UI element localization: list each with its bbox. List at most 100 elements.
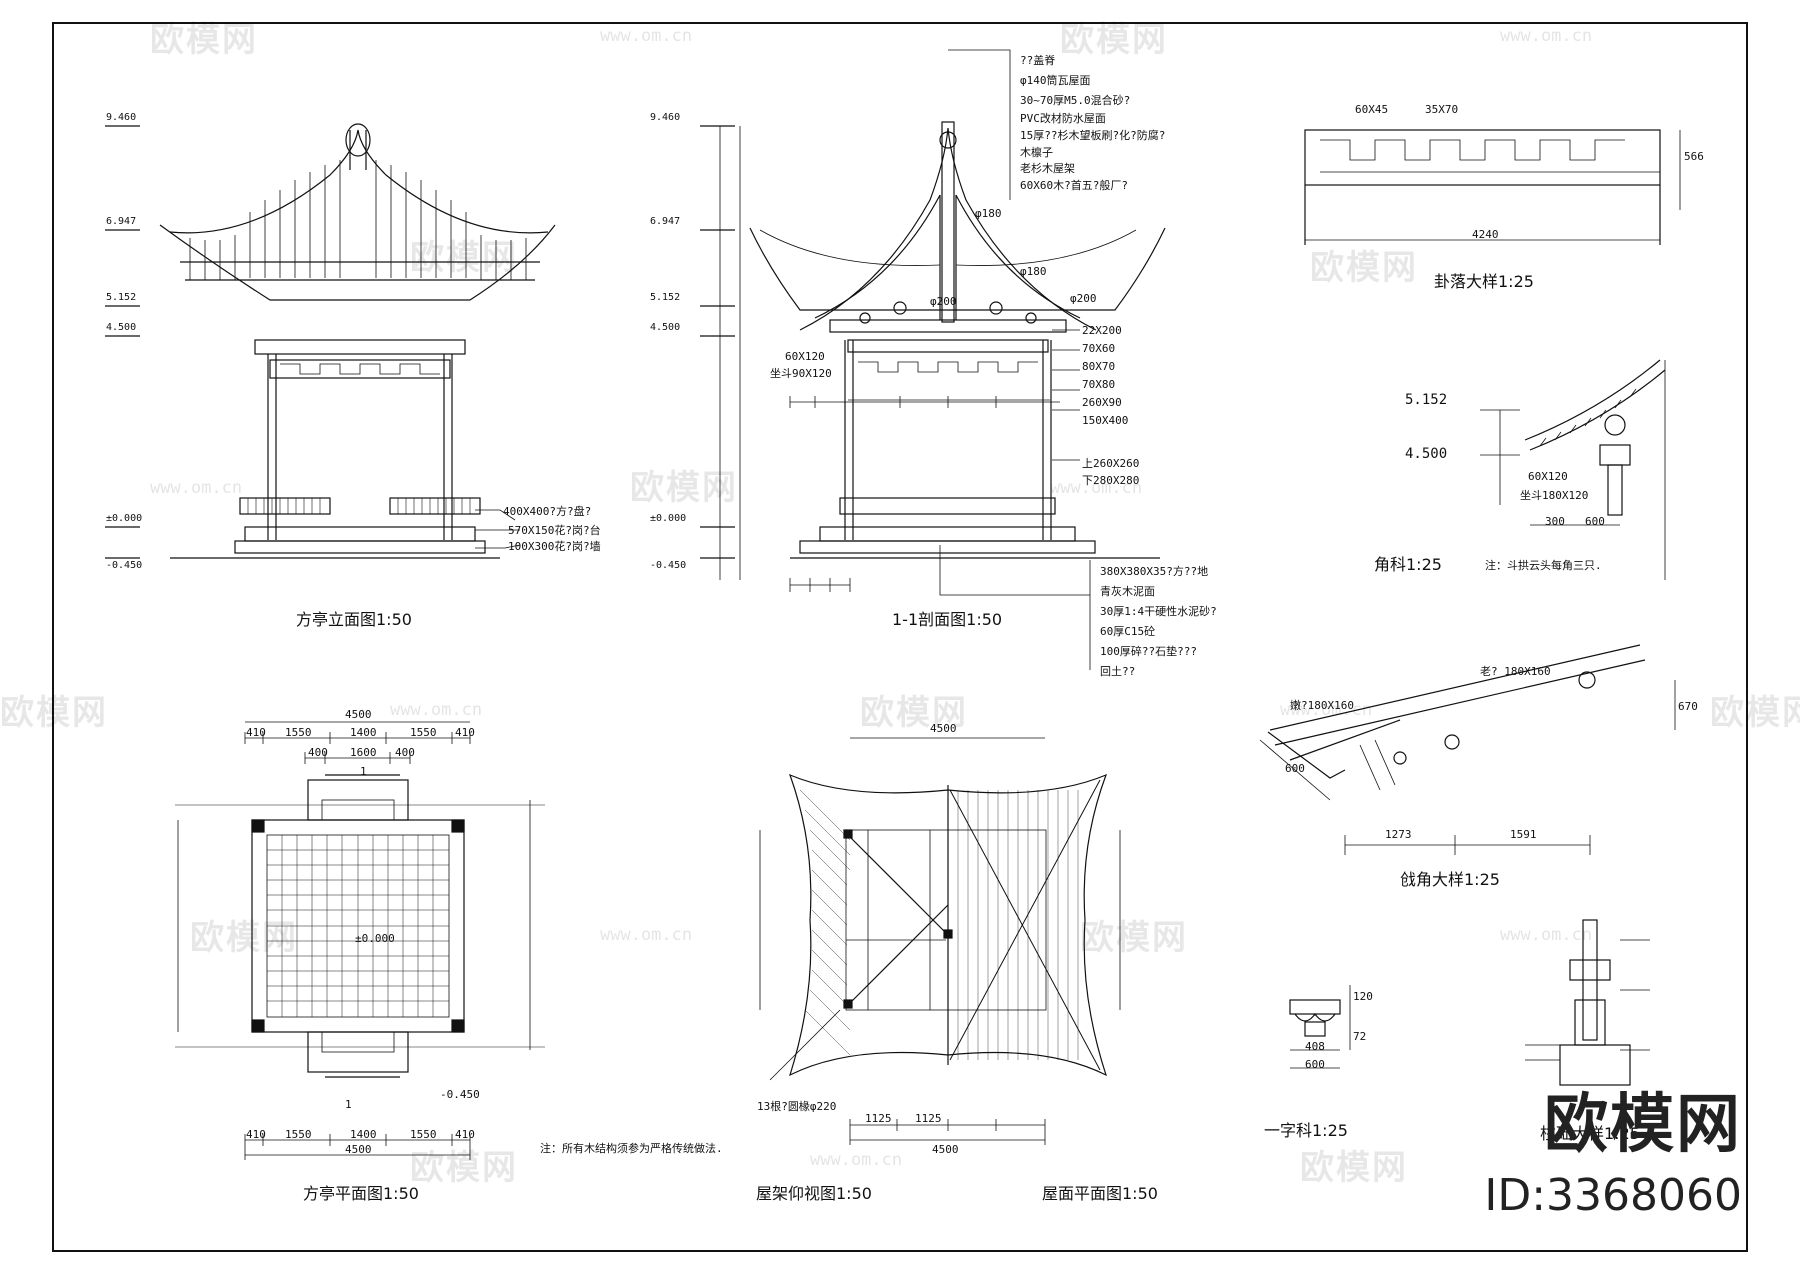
gualuo-detail <box>1304 129 1681 245</box>
plan-dim: 400 <box>308 746 328 759</box>
plan-dim: 1400 <box>350 1128 377 1141</box>
section-note: 380X380X35?方??地 <box>1100 565 1209 578</box>
yizike-detail <box>1289 985 1351 1069</box>
qiangjiao-dim: 老? 180X160 <box>1480 665 1551 678</box>
level-label: 6.947 <box>650 216 681 227</box>
section-dim: 上260X260 <box>1082 457 1140 470</box>
plan-dim: 410 <box>455 726 475 739</box>
section-note: 15厚??杉木望板刷?化?防腐? <box>1020 129 1166 142</box>
caption-yizike: 一字科1:25 <box>1264 1121 1348 1140</box>
elevation-note: 400X400?方?盘? <box>503 505 592 518</box>
qiangjiao-dim: 1591 <box>1510 828 1537 841</box>
section-dim: φ200 <box>1070 292 1097 305</box>
elevation-note: 570X150花?岗?台 <box>508 524 601 537</box>
plan-dim: 4500 <box>345 708 372 721</box>
qiangjiao-dim: 600 <box>1285 762 1305 775</box>
qiangjiao-dim: 1273 <box>1385 828 1412 841</box>
roof-dim: 1125 <box>865 1112 892 1125</box>
watermark-url: www.om.cn <box>600 925 693 945</box>
section-dim: 22X200 <box>1082 324 1122 337</box>
level-label: 4.500 <box>106 322 137 333</box>
jiaoke-dim: 坐斗180X120 <box>1520 489 1589 502</box>
section-note: 60厚C15砼 <box>1100 625 1156 638</box>
section-note: PVC改材防水屋面 <box>1020 112 1106 125</box>
caption-roof-plan: 屋面平面图1:50 <box>1042 1184 1158 1203</box>
yizike-dim: 72 <box>1353 1030 1367 1043</box>
plan-level: ±0.000 <box>355 932 395 945</box>
gualuo-dim: 566 <box>1684 150 1704 163</box>
level-label: 5.152 <box>106 292 137 303</box>
roof-dim: 4500 <box>930 722 957 735</box>
column-base-detail <box>1525 919 1650 1086</box>
jiaoke-level: 4.500 <box>1405 446 1448 462</box>
level-label: -0.450 <box>650 560 687 571</box>
plan-dim: 1400 <box>350 726 377 739</box>
section-note: 木檩子 <box>1020 146 1053 159</box>
watermark-text: 欧模网 <box>630 468 738 508</box>
watermark-text: 欧模网 <box>1300 1148 1408 1188</box>
plan-dim: 1550 <box>285 1128 312 1141</box>
brand-id: ID:3368060 <box>1484 1170 1742 1221</box>
gualuo-dim: 4240 <box>1472 228 1499 241</box>
section-note: 100厚碎??石垫??? <box>1100 645 1197 658</box>
section-note: 30~70厚M5.0混合砂? <box>1020 94 1131 107</box>
qiangjiao-dim: 670 <box>1678 700 1698 713</box>
section-dim: 150X400 <box>1082 414 1129 427</box>
jiaoke-detail <box>1480 359 1666 580</box>
section-note: ??盖脊 <box>1020 54 1056 67</box>
section-note: 60X60木?首五?般厂? <box>1020 179 1128 192</box>
caption-roof-frame: 屋架仰视图1:50 <box>756 1184 872 1203</box>
watermark-url: www.om.cn <box>810 1150 903 1170</box>
section-note: φ140筒瓦屋面 <box>1020 74 1091 87</box>
section-dim: φ180 <box>975 207 1002 220</box>
plan-section-cut: 1 <box>360 765 367 778</box>
watermark-text: 欧模网 <box>1060 20 1168 60</box>
jiaoke-dim: 600 <box>1585 515 1605 528</box>
caption-jiaoke: 角科1:25 <box>1374 555 1442 574</box>
yizike-dim: 120 <box>1353 990 1373 1003</box>
drawing-frame <box>52 22 1748 1252</box>
roof-dim: 4500 <box>932 1143 959 1156</box>
watermark-text: 欧模网 <box>410 238 518 278</box>
plan-dim: 1550 <box>285 726 312 739</box>
plan-note: 注：所有木结构须参为严格传统做法. <box>540 1142 723 1155</box>
section-note: 回土?? <box>1100 665 1136 678</box>
plan-section-cut: 1 <box>345 1098 352 1111</box>
watermark-text: 欧模网 <box>0 693 108 733</box>
jiaoke-dim: 60X120 <box>1528 470 1568 483</box>
watermark-url: www.om.cn <box>390 700 483 720</box>
watermark-text: 欧模网 <box>1310 248 1418 288</box>
section-label: 坐斗90X120 <box>770 367 832 380</box>
brand-logo-text: 欧模网 <box>1544 1088 1742 1162</box>
section-dim: 80X70 <box>1082 360 1116 373</box>
section-note: 30厚1:4干硬性水泥砂? <box>1100 605 1217 618</box>
section-dim: 70X60 <box>1082 342 1116 355</box>
watermark-url: www.om.cn <box>600 26 693 46</box>
level-label: ±0.000 <box>106 513 143 524</box>
level-label: -0.450 <box>106 560 143 571</box>
section-dim: 260X90 <box>1082 396 1122 409</box>
plan-dim: 4500 <box>345 1143 372 1156</box>
section-dim: 70X80 <box>1082 378 1116 391</box>
jiaoke-note: 注：斗拱云头每角三只. <box>1485 559 1602 572</box>
caption-section: 1-1剖面图1:50 <box>892 610 1003 629</box>
plan-dim: 410 <box>246 1128 266 1141</box>
watermark-url: www.om.cn <box>150 478 243 498</box>
caption-plan: 方亭平面图1:50 <box>303 1184 419 1203</box>
section-note: 青灰木泥面 <box>1100 585 1155 598</box>
plan-dim: 400 <box>395 746 415 759</box>
watermark-text: 欧模网 <box>860 693 968 733</box>
watermark-url: www.om.cn <box>1500 925 1593 945</box>
gualuo-dim: 35X70 <box>1425 103 1459 116</box>
level-label: 9.460 <box>650 112 681 123</box>
pavilion-section <box>700 49 1166 670</box>
plan-dim: 1600 <box>350 746 377 759</box>
watermark-text: 欧模网 <box>150 20 258 60</box>
section-label: 60X120 <box>785 350 825 363</box>
qiangjiao-detail <box>1259 644 1676 855</box>
level-label: 6.947 <box>106 216 137 227</box>
watermark-text: 欧模网 <box>1080 918 1188 958</box>
section-dim: φ200 <box>930 295 957 308</box>
level-label: 5.152 <box>650 292 681 303</box>
